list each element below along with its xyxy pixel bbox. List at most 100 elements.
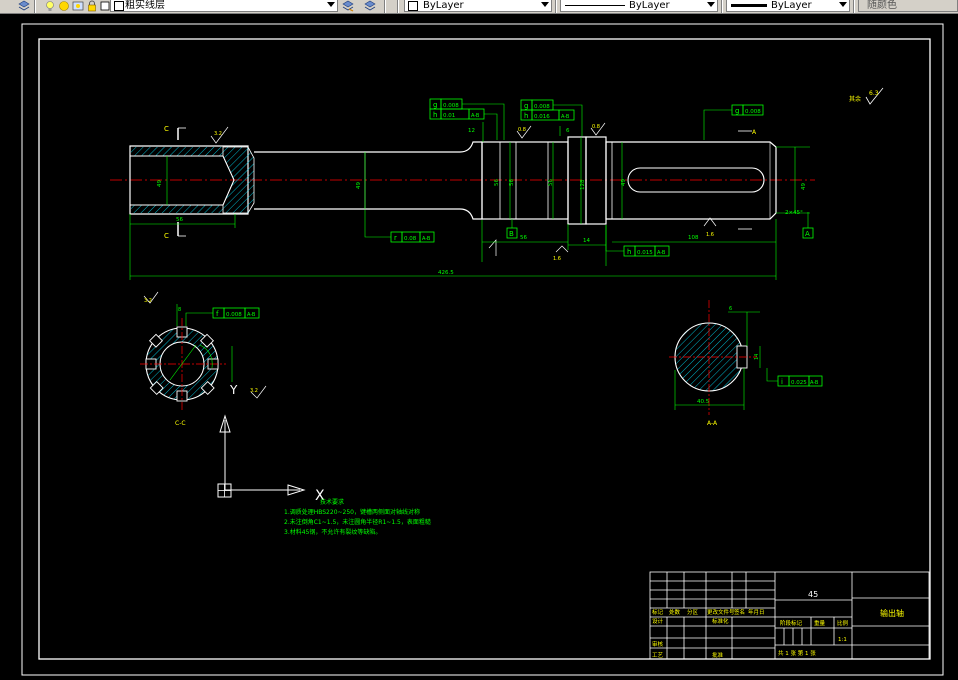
dim-end-dia: 49 bbox=[801, 183, 807, 190]
dim-shoulder: 14 bbox=[583, 238, 590, 244]
dim-journal-dia: 56 bbox=[494, 179, 500, 186]
chevron-down-icon bbox=[541, 2, 549, 7]
tech-line: 1.调质处理HBS220~250，键槽两侧面对轴线对称 bbox=[284, 508, 420, 516]
roughness-label: 3.2 bbox=[250, 388, 258, 394]
layer-color-swatch bbox=[114, 1, 124, 11]
tb-zone: 分区 bbox=[687, 608, 699, 616]
svg-text:A-A: A-A bbox=[707, 420, 718, 427]
svg-text:14: 14 bbox=[754, 354, 760, 360]
dim-journal-dia-3: 56 bbox=[548, 179, 554, 186]
svg-text:C: C bbox=[164, 125, 169, 133]
svg-text:0.08: 0.08 bbox=[404, 236, 417, 242]
tb-sign: 签名 bbox=[734, 608, 745, 616]
keyway bbox=[627, 167, 765, 193]
tb-scale: 1:1 bbox=[838, 637, 847, 643]
tb-count: 处数 bbox=[669, 608, 681, 616]
bore-hatch-bottom bbox=[131, 205, 223, 213]
svg-text:0.008: 0.008 bbox=[534, 104, 550, 110]
tb-docno: 更改文件号 bbox=[707, 608, 735, 616]
tb-mark: 标记 bbox=[652, 608, 664, 616]
layer-dropdown[interactable]: 粗实线层 bbox=[110, 0, 338, 12]
technical-requirements: 技术要求 1.调质处理HBS220~250，键槽两侧面对轴线对称 2.未注倒角C… bbox=[284, 498, 431, 536]
datum-b: B bbox=[506, 219, 518, 239]
layer-previous-icon[interactable] bbox=[364, 0, 376, 12]
svg-text:8: 8 bbox=[178, 307, 181, 313]
svg-text:A-B: A-B bbox=[657, 250, 666, 256]
layer-on-icon[interactable] bbox=[44, 0, 56, 12]
layer-freeze-icon[interactable] bbox=[58, 0, 70, 12]
layer-name: 粗实线层 bbox=[125, 0, 165, 11]
lineweight-preview bbox=[731, 4, 767, 7]
inner-frame bbox=[38, 38, 931, 660]
tolerance-frame-h3: h 0.015 A-B bbox=[605, 225, 670, 257]
svg-text:X: X bbox=[315, 488, 325, 504]
dimensions bbox=[129, 122, 810, 280]
tb-date: 年月日 bbox=[748, 608, 765, 616]
svg-text:C-C: C-C bbox=[175, 420, 186, 427]
tolerance-frame-i: i 0.025 A-B bbox=[766, 368, 823, 387]
svg-text:A: A bbox=[752, 129, 757, 136]
svg-text:40.5: 40.5 bbox=[697, 399, 710, 405]
svg-text:g: g bbox=[524, 102, 528, 110]
tb-material: 45 bbox=[808, 590, 818, 599]
svg-text:f: f bbox=[216, 310, 219, 318]
color-swatch bbox=[408, 1, 418, 11]
svg-text:Y: Y bbox=[229, 383, 238, 397]
shaft-main-view bbox=[110, 136, 815, 225]
chevron-down-icon bbox=[707, 2, 715, 7]
dim-journal-dia-2: 56 bbox=[509, 179, 515, 186]
cone-hatch bbox=[222, 146, 255, 214]
section-a-marks: A bbox=[738, 129, 757, 230]
svg-text:B: B bbox=[509, 230, 514, 238]
dim-shaft-dia: 49 bbox=[356, 182, 362, 189]
layer-viewport-icon[interactable] bbox=[72, 0, 84, 12]
svg-text:0.008: 0.008 bbox=[226, 312, 242, 318]
roughness-label: 1.6 bbox=[553, 256, 561, 262]
roughness-label: 0.8 bbox=[592, 124, 600, 130]
tb-design: 设计 bbox=[652, 617, 664, 625]
roughness-label: 3.2 bbox=[214, 131, 222, 137]
dim-small-2: 6 bbox=[566, 128, 570, 134]
plot-style-dropdown[interactable]: 随颜色 bbox=[858, 0, 958, 12]
lineweight-dropdown[interactable]: ByLayer bbox=[726, 0, 850, 12]
tb-review: 审核 bbox=[652, 640, 664, 648]
drawing-canvas[interactable]: 其余 6.3 C bbox=[0, 14, 958, 680]
ucs-icon: Y X bbox=[217, 383, 325, 504]
svg-text:0.016: 0.016 bbox=[534, 114, 550, 120]
chevron-down-icon bbox=[839, 2, 847, 7]
svg-text:A-B: A-B bbox=[810, 380, 819, 386]
tb-weight: 重量 bbox=[814, 619, 826, 627]
tb-std: 标准化 bbox=[712, 617, 729, 625]
dim-output-len: 108 bbox=[688, 235, 699, 241]
svg-text:i: i bbox=[781, 378, 783, 386]
svg-text:6: 6 bbox=[729, 306, 732, 312]
dim-small: 12 bbox=[468, 128, 475, 134]
layer-manager-icon[interactable] bbox=[18, 0, 30, 12]
svg-text:A-B: A-B bbox=[561, 114, 570, 120]
svg-text:A-B: A-B bbox=[471, 113, 480, 119]
tb-ratio: 比例 bbox=[837, 619, 849, 627]
linetype-preview bbox=[565, 5, 625, 6]
linetype-value: ByLayer bbox=[629, 0, 670, 11]
svg-text:A-B: A-B bbox=[247, 312, 256, 318]
bore-hatch-top bbox=[131, 147, 223, 156]
tech-line: 2.未注倒角C1~1.5，未注圆角半径R1~1.5，表面粗糙 bbox=[284, 518, 431, 526]
datum-a: A bbox=[802, 212, 814, 239]
roughness-label: 1.6 bbox=[706, 232, 714, 238]
svg-text:C: C bbox=[164, 232, 169, 240]
color-dropdown[interactable]: ByLayer bbox=[404, 0, 552, 12]
svg-text:0.025: 0.025 bbox=[791, 380, 807, 386]
svg-text:0.01: 0.01 bbox=[443, 113, 455, 119]
outer-border bbox=[21, 23, 944, 676]
layer-color-icon[interactable] bbox=[99, 0, 111, 12]
plot-style-value: 随颜色 bbox=[867, 0, 897, 11]
dim-chamfer: 2×45° bbox=[785, 210, 803, 216]
color-value: ByLayer bbox=[423, 0, 464, 11]
layer-lock-icon[interactable] bbox=[86, 0, 98, 12]
section-cc-view: C-C bbox=[140, 318, 233, 427]
svg-text:r: r bbox=[394, 234, 397, 242]
roughness-label: 3.2 bbox=[144, 298, 152, 304]
linetype-dropdown[interactable]: ByLayer bbox=[560, 0, 718, 12]
make-object-layer-current-icon[interactable] bbox=[342, 0, 354, 12]
svg-text:其余: 其余 bbox=[849, 95, 861, 103]
